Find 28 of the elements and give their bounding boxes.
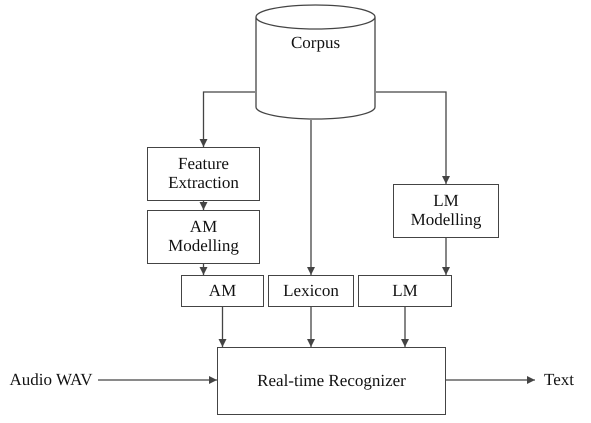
arrow <box>200 264 208 275</box>
arrow <box>401 307 409 347</box>
node-label: Audio WAV <box>10 370 92 390</box>
process-box <box>393 184 499 238</box>
arrow <box>376 91 450 184</box>
node-label: Lexicon <box>283 282 339 300</box>
arrow <box>307 307 315 347</box>
process-box <box>358 275 452 307</box>
node-label: LM <box>392 282 418 300</box>
node-label: Text <box>544 370 574 390</box>
node-label: Real-time Recognizer <box>257 372 406 390</box>
arrow <box>200 201 208 210</box>
arrow <box>98 376 217 384</box>
process-box <box>217 347 446 415</box>
process-box <box>181 275 264 307</box>
arrow <box>307 120 315 275</box>
node-label: AM <box>208 282 236 300</box>
process-box <box>147 210 260 264</box>
arrow <box>200 91 255 147</box>
process-box <box>147 147 260 201</box>
node-label: AM Modelling <box>167 218 240 256</box>
node-label: Feature Extraction <box>167 155 240 193</box>
node-label: Corpus <box>290 34 340 52</box>
arrow <box>446 376 535 384</box>
process-box <box>268 275 354 307</box>
node-label: LM Modelling <box>410 192 482 230</box>
arrow <box>218 307 226 347</box>
arrow <box>442 238 450 275</box>
